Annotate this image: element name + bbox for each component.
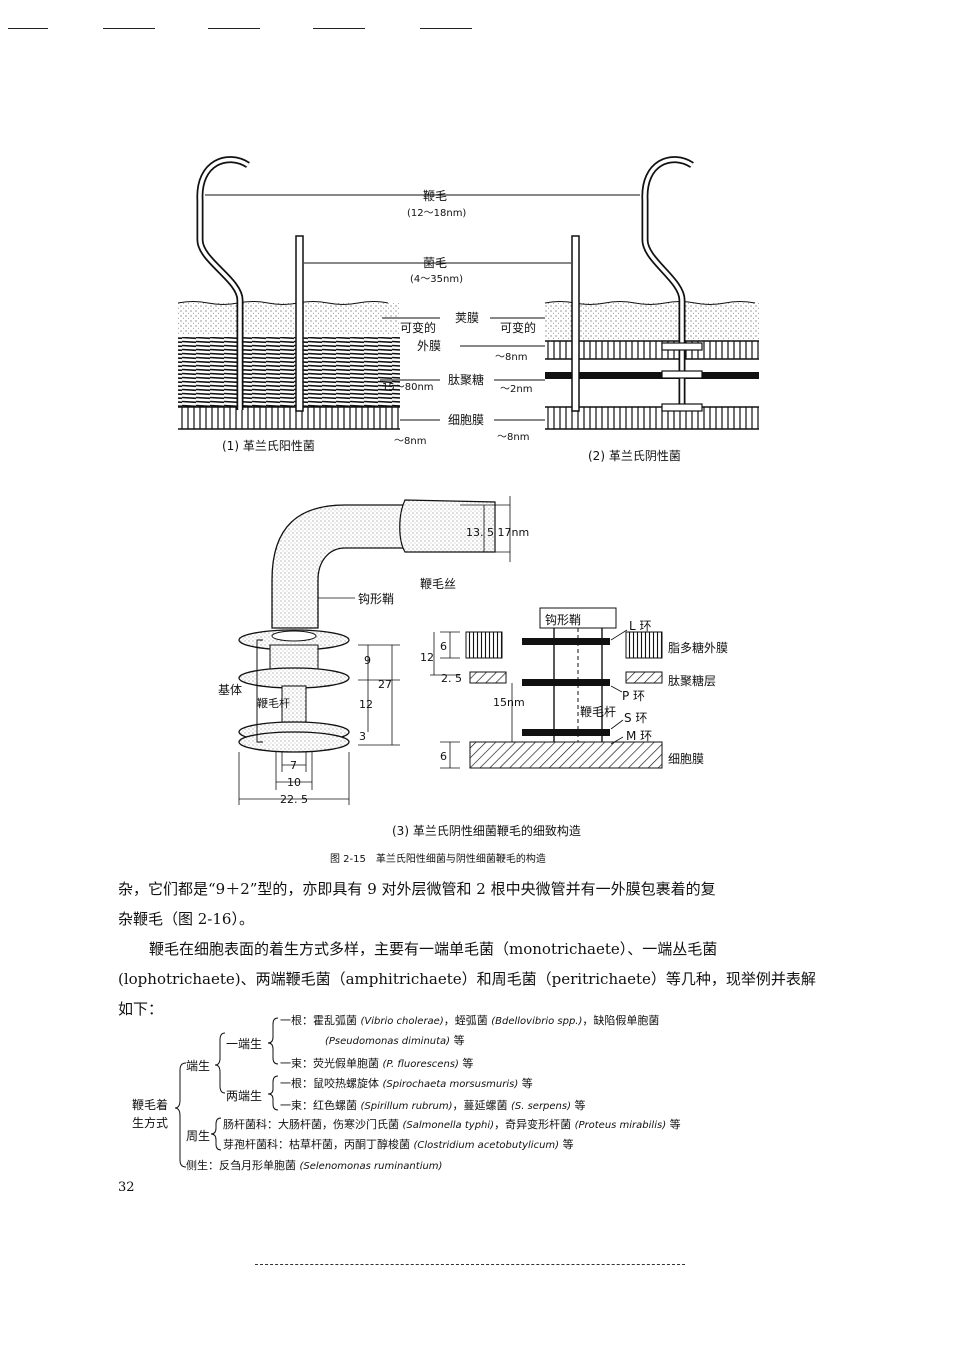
d2-5: 2. 5 — [441, 672, 462, 685]
rod-right-label: 鞭毛杆 — [580, 705, 616, 719]
dim-3: 3 — [359, 730, 366, 743]
paragraph-2: 鞭毛在细胞表面的着生方式多样，主要有一端单毛菌（monotrichaete）、一… — [118, 934, 838, 1024]
pg-gram-neg: ～2nm — [500, 384, 532, 395]
filament-label: 鞭毛丝 — [420, 577, 456, 591]
top-rule-2 — [103, 28, 155, 29]
pilus-left — [295, 235, 304, 412]
figure-caption: 图 2-15 革兰氏阳性细菌与阴性细菌鞭毛的构造 — [330, 852, 546, 865]
dim-9: 9 — [364, 654, 371, 667]
tree-root-2: 生方式 — [132, 1116, 169, 1130]
dim-22-5: 22. 5 — [280, 793, 308, 806]
tree-root-1: 鞭毛着 — [132, 1098, 169, 1112]
paragraph-2-line-3: 如下： — [118, 1000, 164, 1018]
caption-panel3: (3) 革兰氏阴性细菌鞭毛的细致构造 — [392, 823, 581, 838]
lps-outer-label: 脂多糖外膜 — [668, 640, 728, 655]
dim-12: 12 — [359, 698, 373, 711]
bottom-rule — [255, 1264, 685, 1265]
tree-row-a1-cont: (Pseudomonas diminuta) 等 — [325, 1034, 465, 1047]
top-rule-3 — [208, 28, 260, 29]
caption-gram-negative: (2) 革兰氏阴性菌 — [588, 449, 681, 463]
variable-left: 可变的 — [400, 320, 436, 335]
pilus-label: 菌毛 — [423, 256, 447, 270]
hook-bend — [271, 504, 416, 629]
d6a: 6 — [440, 640, 447, 653]
pilus-right — [571, 235, 580, 412]
cell-membrane-label-3: 细胞膜 — [668, 752, 704, 766]
m-ring-label: M 环 — [626, 729, 652, 743]
top-rule-1 — [8, 28, 48, 29]
outer-membrane-label: 外膜 — [417, 339, 441, 353]
peptidoglycan-label: 肽聚糖 — [448, 372, 484, 387]
dim-7: 7 — [290, 759, 297, 772]
tree-row-cesheng: 侧生：反刍月形单胞菌 (Selenomonas ruminantium) — [186, 1159, 443, 1172]
pg-layer-label: 肽聚糖层 — [668, 673, 716, 688]
om-thickness: ～8nm — [495, 352, 527, 363]
basal-body-label: 基体 — [218, 683, 242, 697]
tree-row-b1: 一根：鼠咬热螺旋体 (Spirochaeta morsusmuris) 等 — [280, 1077, 533, 1090]
paragraph-2-line-1: 鞭毛在细胞表面的着生方式多样，主要有一端单毛菌（monotrichaete）、一… — [149, 940, 718, 958]
gram-positive-wall — [177, 301, 400, 430]
flagellum-size: (12～18nm) — [407, 208, 466, 219]
paragraph-1-line-2: 杂鞭毛（图 2-16）。 — [118, 910, 254, 928]
l-ring-label: L 环 — [629, 619, 652, 633]
tree-yiduansheng: 一端生 — [226, 1037, 263, 1051]
hook-box-label: 钩形鞘 — [545, 613, 581, 627]
top-rule-4 — [313, 28, 365, 29]
tree-row-c1: 肠杆菌科：大肠杆菌，伤寒沙门氏菌 (Salmonella typhi)，奇异变形… — [223, 1118, 681, 1131]
cm-right: ～8nm — [497, 432, 529, 443]
page-number: 32 — [118, 1180, 135, 1195]
figure-cell-wall-diagram: 鞭毛 (12～18nm) 菌毛 (4～35nm) 荚膜 可变的 可变的 外膜 ～… — [177, 156, 759, 463]
d15nm: 15nm — [493, 696, 525, 709]
p-ring-label: P 环 — [622, 689, 645, 703]
tree-liangduansheng: 两端生 — [226, 1089, 263, 1103]
capsule-label: 荚膜 — [455, 311, 479, 325]
rod-label: 鞭毛杆 — [257, 696, 290, 710]
caption-gram-positive: (1) 革兰氏阳性菌 — [222, 439, 315, 453]
top-rule-5 — [420, 28, 472, 29]
dim-filament: 13. 5 17nm — [466, 526, 529, 539]
cm-left: ～8nm — [394, 436, 426, 447]
dim-10: 10 — [287, 776, 301, 789]
tree-row-b2: 一束：红色螺菌 (Spirillum rubrum)，蔓延螺菌 (S. serp… — [280, 1099, 586, 1112]
hook-label: 钩形鞘 — [358, 592, 394, 606]
tree-zhousheng: 周生 — [186, 1129, 211, 1143]
paragraph-2-line-2: (lophotrichaete)、两端鞭毛菌（amphitrichaete）和周… — [118, 970, 816, 988]
gram-negative-wall — [544, 301, 759, 430]
d6b: 6 — [440, 750, 447, 763]
flagellum-label: 鞭毛 — [423, 189, 447, 203]
variable-right: 可变的 — [500, 320, 536, 335]
tree-row-c2: 芽孢杆菌科：枯草杆菌，丙酮丁醇梭菌 (Clostridium acetobuty… — [223, 1138, 574, 1151]
tree-row-a2: 一束：荧光假单胞菌 (P. fluorescens) 等 — [280, 1057, 474, 1070]
paragraph-1-line-1: 杂，它们都是“9＋2”型的，亦即具有 9 对外层微管和 2 根中央微管并有一外膜… — [118, 880, 716, 898]
figure-flagellum-structure: 13. 5 17nm 鞭毛丝 钩形鞘 9 27 12 3 基体 鞭毛杆 7 10… — [218, 496, 728, 865]
s-ring-label: S 环 — [624, 711, 647, 725]
pg-gram-pos: 15～80nm — [382, 382, 434, 393]
cell-membrane-label: 细胞膜 — [448, 413, 484, 427]
paragraph-1: 杂，它们都是“9＋2”型的，亦即具有 9 对外层微管和 2 根中央微管并有一外膜… — [118, 874, 838, 934]
dim-27: 27 — [378, 678, 392, 691]
d12: 12 — [420, 651, 434, 664]
tree-duansheng: 端生 — [186, 1059, 211, 1073]
pilus-size: (4～35nm) — [410, 274, 463, 285]
tree-row-a1: 一根：霍乱弧菌 (Vibrio cholerae)，蛭弧菌 (Bdellovib… — [280, 1014, 660, 1027]
